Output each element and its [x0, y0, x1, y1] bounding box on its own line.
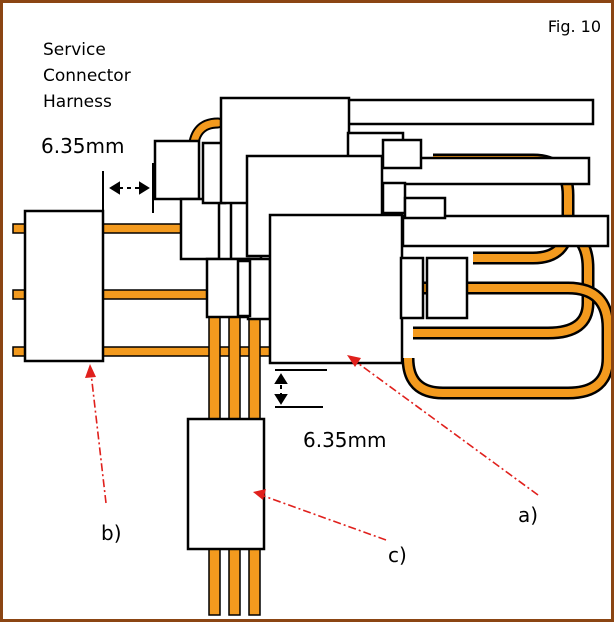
pin-rect: [153, 139, 201, 201]
title-line-1: Service: [43, 40, 106, 60]
callout-b-label: b): [101, 521, 122, 545]
callout-lines: [85, 355, 539, 541]
figure-number: Fig. 10: [547, 17, 601, 36]
latch-rect: [381, 181, 407, 215]
harness-diagram: [12, 96, 611, 616]
dimension-bottom: [274, 369, 327, 408]
connector-c: [186, 417, 266, 551]
tab-rect: [346, 98, 595, 126]
wire-h-1: [102, 223, 194, 234]
tab-rect: [401, 214, 610, 248]
latch-rect: [403, 196, 447, 220]
pin-rect: [179, 197, 221, 261]
pin-rect: [399, 256, 425, 320]
callout-line-c: [260, 494, 387, 541]
dimension-bottom-label: 6.35mm: [303, 428, 387, 452]
callout-arrow-b: [85, 364, 96, 378]
connector-b: [23, 209, 105, 363]
callout-c-label: c): [388, 543, 407, 567]
dimension-top-label: 6.35mm: [41, 134, 125, 158]
title-line-2: Connector: [43, 66, 131, 86]
connector-a: [268, 213, 404, 365]
pin-rect: [246, 257, 272, 321]
callout-line-a: [354, 360, 539, 496]
pin-rect: [425, 256, 469, 320]
connectors: [23, 96, 610, 551]
dimension-top: [102, 163, 154, 213]
wire-h-2: [102, 289, 214, 300]
callout-a-label: a): [518, 503, 539, 527]
callout-arrow-c: [253, 489, 266, 500]
callout-arrow-a: [347, 355, 361, 367]
pin-rect: [236, 259, 252, 318]
callout-line-b: [90, 372, 107, 504]
title-line-3: Harness: [43, 92, 112, 112]
latch-rect: [381, 138, 423, 170]
